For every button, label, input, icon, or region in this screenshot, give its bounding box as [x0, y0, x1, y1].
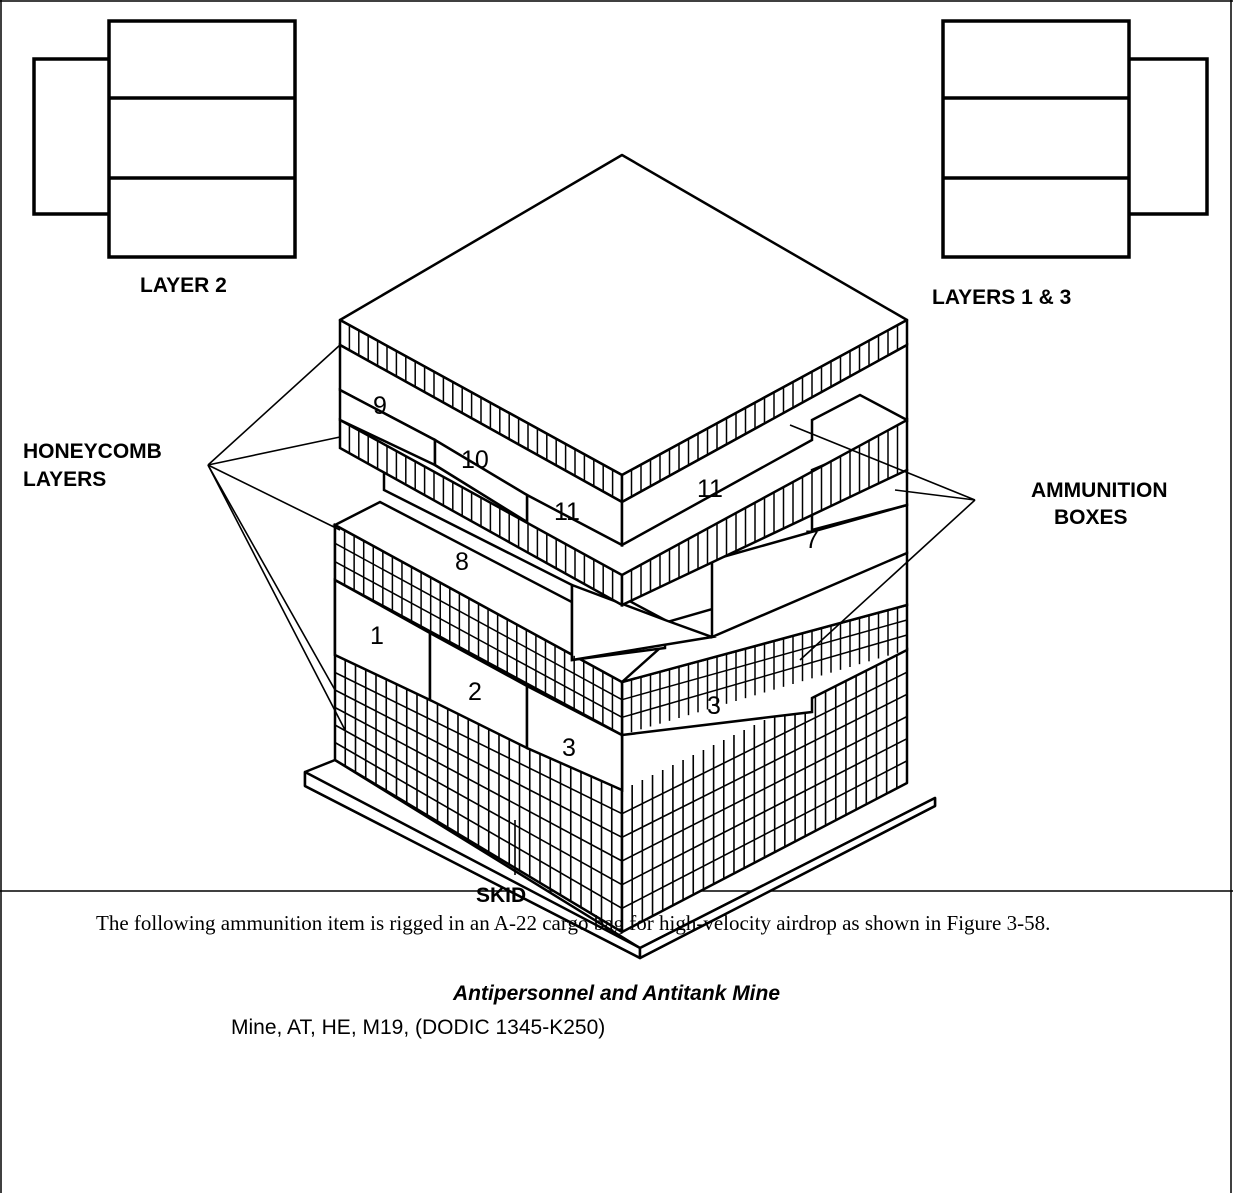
section-heading: Antipersonnel and Antitank Mine [452, 982, 781, 1005]
ammunition-item: Mine, AT, HE, M19, (DODIC 1345-K250) [231, 1016, 606, 1039]
box-number-1: 1 [370, 622, 384, 650]
leader-lines [207, 344, 976, 875]
honeycomb-hatching [334, 325, 908, 733]
layers-1-3-layout [941, 19, 1209, 259]
label-layer-2: LAYER 2 [140, 274, 227, 297]
label-ammo-1: AMMUNITION [1031, 479, 1167, 502]
box-number-3-right: 3 [707, 692, 721, 720]
label-honeycomb-2: LAYERS [23, 468, 106, 491]
layer-3-boxes [338, 342, 909, 548]
box-number-9: 9 [373, 392, 387, 420]
label-ammo-2: BOXES [1054, 506, 1128, 529]
box-number-7: 7 [805, 526, 819, 554]
label-skid: SKID [476, 884, 526, 907]
label-layers-1-3: LAYERS 1 & 3 [932, 286, 1071, 309]
box-number-10: 10 [461, 446, 489, 474]
honeycomb-grid-right [621, 650, 908, 932]
layer-2-layout [32, 19, 297, 259]
box-number-8: 8 [455, 548, 469, 576]
box-number-2: 2 [468, 678, 482, 706]
caption-paragraph: The following ammunition item is rigged … [96, 911, 1051, 935]
box-number-11-left: 11 [554, 498, 580, 526]
skid [303, 758, 937, 960]
honeycomb-grid-left [334, 655, 623, 932]
box-number-3-left: 3 [562, 734, 576, 762]
box-number-11-right: 11 [697, 475, 723, 503]
label-honeycomb-1: HONEYCOMB [23, 440, 162, 463]
